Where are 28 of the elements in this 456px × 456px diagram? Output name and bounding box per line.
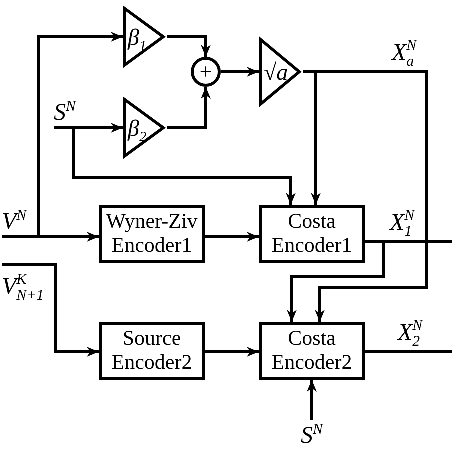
encoder-box	[259, 322, 365, 380]
encoder-box	[99, 322, 205, 380]
plus-sign: +	[200, 61, 212, 83]
arrow	[167, 36, 211, 57]
block-label: Costa Encoder1	[270, 210, 354, 258]
arrow	[303, 70, 428, 322]
signal-label: S$^{N}$	[54, 98, 76, 128]
block-label: Costa Encoder2	[270, 327, 354, 375]
arrow	[205, 232, 259, 242]
arrow	[167, 87, 211, 130]
amplifier-triangle	[259, 36, 303, 108]
encoder-box	[99, 205, 205, 263]
arrow	[205, 347, 259, 357]
amplifier-triangle	[123, 96, 167, 160]
block-label: Source Encoder2	[110, 327, 194, 375]
block-label: Wyner-Ziv Encoder1	[105, 210, 199, 258]
amplifier-triangle	[123, 5, 167, 69]
signal-label: S$^{N}$	[301, 420, 323, 452]
encoder-box	[259, 205, 365, 263]
arrow	[54, 126, 296, 205]
arrow	[287, 240, 386, 322]
arrow	[2, 264, 99, 357]
signal-label: V$^{N}$	[2, 207, 27, 237]
signal-line	[365, 350, 452, 354]
arrow	[221, 67, 259, 77]
summing-junction	[191, 57, 221, 87]
arrow	[307, 380, 317, 420]
gain-label: √a	[264, 60, 288, 84]
